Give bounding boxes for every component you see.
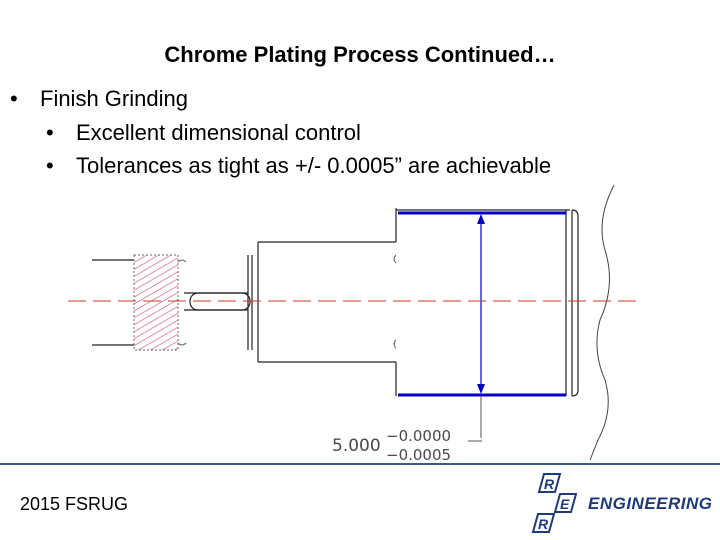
grinding-wheel	[92, 254, 187, 351]
lower-tolerance: −0.0005	[386, 446, 451, 464]
logo-wordmark: ENGINEERING	[588, 494, 713, 513]
logo-letter-r-bottom: R	[538, 516, 549, 532]
spindle-arbor	[184, 255, 253, 350]
bullet-text: Finish Grinding	[40, 86, 188, 111]
tolerance-callout: 5.000 −0.0000 −0.0005	[332, 427, 482, 464]
rer-engineering-logo: R E R ENGINEERING	[531, 473, 713, 533]
bullet-dot: •	[46, 120, 54, 145]
slide-title: Chrome Plating Process Continued…	[164, 42, 556, 67]
bullet-dot: •	[46, 153, 54, 178]
workpiece-part	[257, 184, 615, 461]
bullet-dot: •	[10, 86, 18, 111]
ground-diameter	[398, 211, 566, 397]
logo-letter-r-top: R	[544, 476, 555, 492]
bullet-text: Excellent dimensional control	[76, 120, 361, 145]
bullet-text: Tolerances as tight as +/- 0.0005” are a…	[76, 153, 552, 178]
logo-letter-e: E	[560, 496, 570, 512]
upper-tolerance: −0.0000	[386, 427, 451, 445]
bullet-tolerances: • Tolerances as tight as +/- 0.0005” are …	[46, 153, 551, 179]
diameter-dimension	[477, 214, 485, 438]
bullet-dimensional-control: • Excellent dimensional control	[46, 120, 361, 146]
footer-event-label: 2015 FSRUG	[20, 494, 129, 514]
bullet-finish-grinding: • Finish Grinding	[10, 86, 188, 112]
nominal-dimension: 5.000	[332, 436, 381, 456]
footer-rule	[0, 463, 720, 465]
